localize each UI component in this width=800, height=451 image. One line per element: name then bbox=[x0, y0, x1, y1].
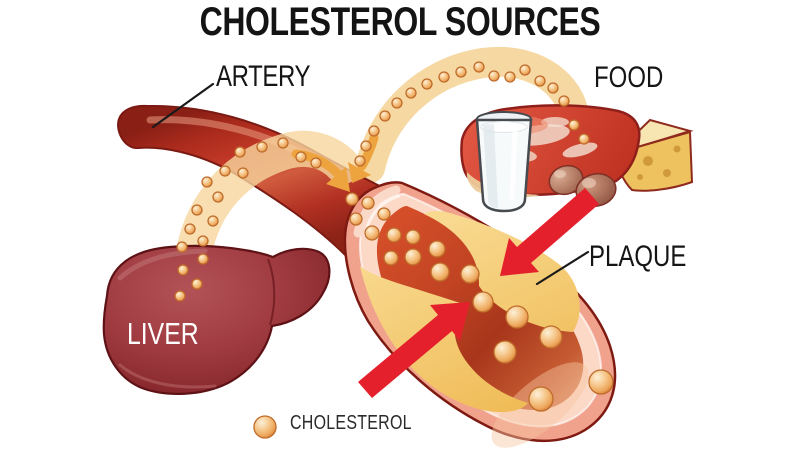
cholesterol-ball bbox=[528, 386, 554, 412]
artery-leader-line bbox=[151, 82, 215, 129]
cholesterol-ball bbox=[201, 176, 213, 188]
liver-cholesterol-band bbox=[174, 130, 361, 286]
cholesterol-ball bbox=[504, 71, 516, 83]
cholesterol-ball bbox=[176, 241, 188, 253]
cholesterol-ball bbox=[197, 235, 209, 247]
cholesterol-ball bbox=[405, 229, 421, 245]
cholesterol-ball bbox=[404, 248, 422, 266]
label-liver: LIVER bbox=[127, 316, 199, 351]
cholesterol-ball bbox=[354, 155, 366, 167]
liver-band-balls bbox=[174, 137, 322, 302]
cholesterol-ball bbox=[455, 66, 467, 78]
cholesterol-ball bbox=[256, 141, 268, 153]
cholesterol-ball bbox=[184, 223, 196, 235]
cholesterol-ball bbox=[197, 253, 209, 265]
cholesterol-ball bbox=[578, 133, 590, 145]
cholesterol-ball bbox=[588, 369, 614, 395]
cholesterol-ball bbox=[405, 87, 417, 99]
cholesterol-ball bbox=[534, 75, 546, 87]
cholesterol-ball bbox=[391, 97, 403, 109]
cholesterol-ball bbox=[295, 151, 307, 163]
cholesterol-ball bbox=[361, 196, 375, 210]
legend-label: CHOLESTEROL bbox=[290, 412, 412, 434]
cholesterol-ball bbox=[177, 264, 189, 276]
liver bbox=[102, 244, 331, 395]
cholesterol-ball bbox=[207, 215, 219, 227]
cholesterol-ball bbox=[473, 61, 485, 73]
cholesterol-ball bbox=[310, 157, 322, 169]
cholesterol-ball bbox=[460, 264, 480, 284]
cholesterol-ball bbox=[368, 125, 380, 137]
cholesterol-ball bbox=[349, 212, 363, 226]
cholesterol-ball bbox=[505, 305, 529, 329]
cholesterol-ball bbox=[191, 204, 203, 216]
cholesterol-ball bbox=[488, 70, 500, 82]
plaque-arrow-bottom bbox=[358, 302, 470, 398]
cholesterol-ball bbox=[383, 250, 399, 266]
cholesterol-ball bbox=[234, 146, 246, 158]
cholesterol-ball bbox=[547, 82, 559, 94]
cholesterol-ball bbox=[174, 290, 186, 302]
milk-glass bbox=[475, 111, 533, 213]
lumen-balls bbox=[345, 192, 614, 412]
cholesterol-ball bbox=[360, 140, 372, 152]
page-title: CHOLESTEROL SOURCES bbox=[199, 0, 601, 44]
plaque-arrow-top bbox=[500, 188, 599, 276]
cholesterol-ball bbox=[568, 119, 580, 131]
cholesterol-ball bbox=[539, 325, 563, 349]
plaque-leader-line bbox=[535, 250, 590, 286]
cholesterol-ball bbox=[430, 262, 450, 282]
label-food: FOOD bbox=[594, 61, 664, 94]
label-plaque: PLAQUE bbox=[589, 240, 687, 273]
legend-ball bbox=[253, 415, 277, 439]
cholesterol-ball bbox=[493, 340, 517, 364]
cholesterol-ball bbox=[386, 227, 402, 243]
food-arc-balls bbox=[354, 61, 590, 167]
cholesterol-ball bbox=[558, 95, 570, 107]
cholesterol-ball bbox=[377, 207, 391, 221]
cholesterol-ball bbox=[438, 71, 450, 83]
cholesterol-ball bbox=[421, 78, 433, 90]
plaque-deposit-bottom bbox=[360, 266, 528, 413]
cholesterol-ball bbox=[428, 240, 446, 258]
cholesterol-ball bbox=[345, 192, 359, 206]
cholesterol-ball bbox=[191, 278, 203, 290]
cholesterol-ball bbox=[253, 415, 277, 439]
cholesterol-ball bbox=[519, 64, 531, 76]
cholesterol-ball bbox=[219, 165, 231, 177]
cholesterol-ball bbox=[379, 110, 391, 122]
label-artery: ARTERY bbox=[216, 60, 311, 93]
cholesterol-ball bbox=[277, 137, 289, 149]
cholesterol-ball bbox=[364, 225, 380, 241]
cholesterol-ball bbox=[212, 191, 224, 203]
cholesterol-ball bbox=[237, 167, 249, 179]
food-group bbox=[460, 104, 694, 213]
cholesterol-ball bbox=[472, 291, 494, 313]
